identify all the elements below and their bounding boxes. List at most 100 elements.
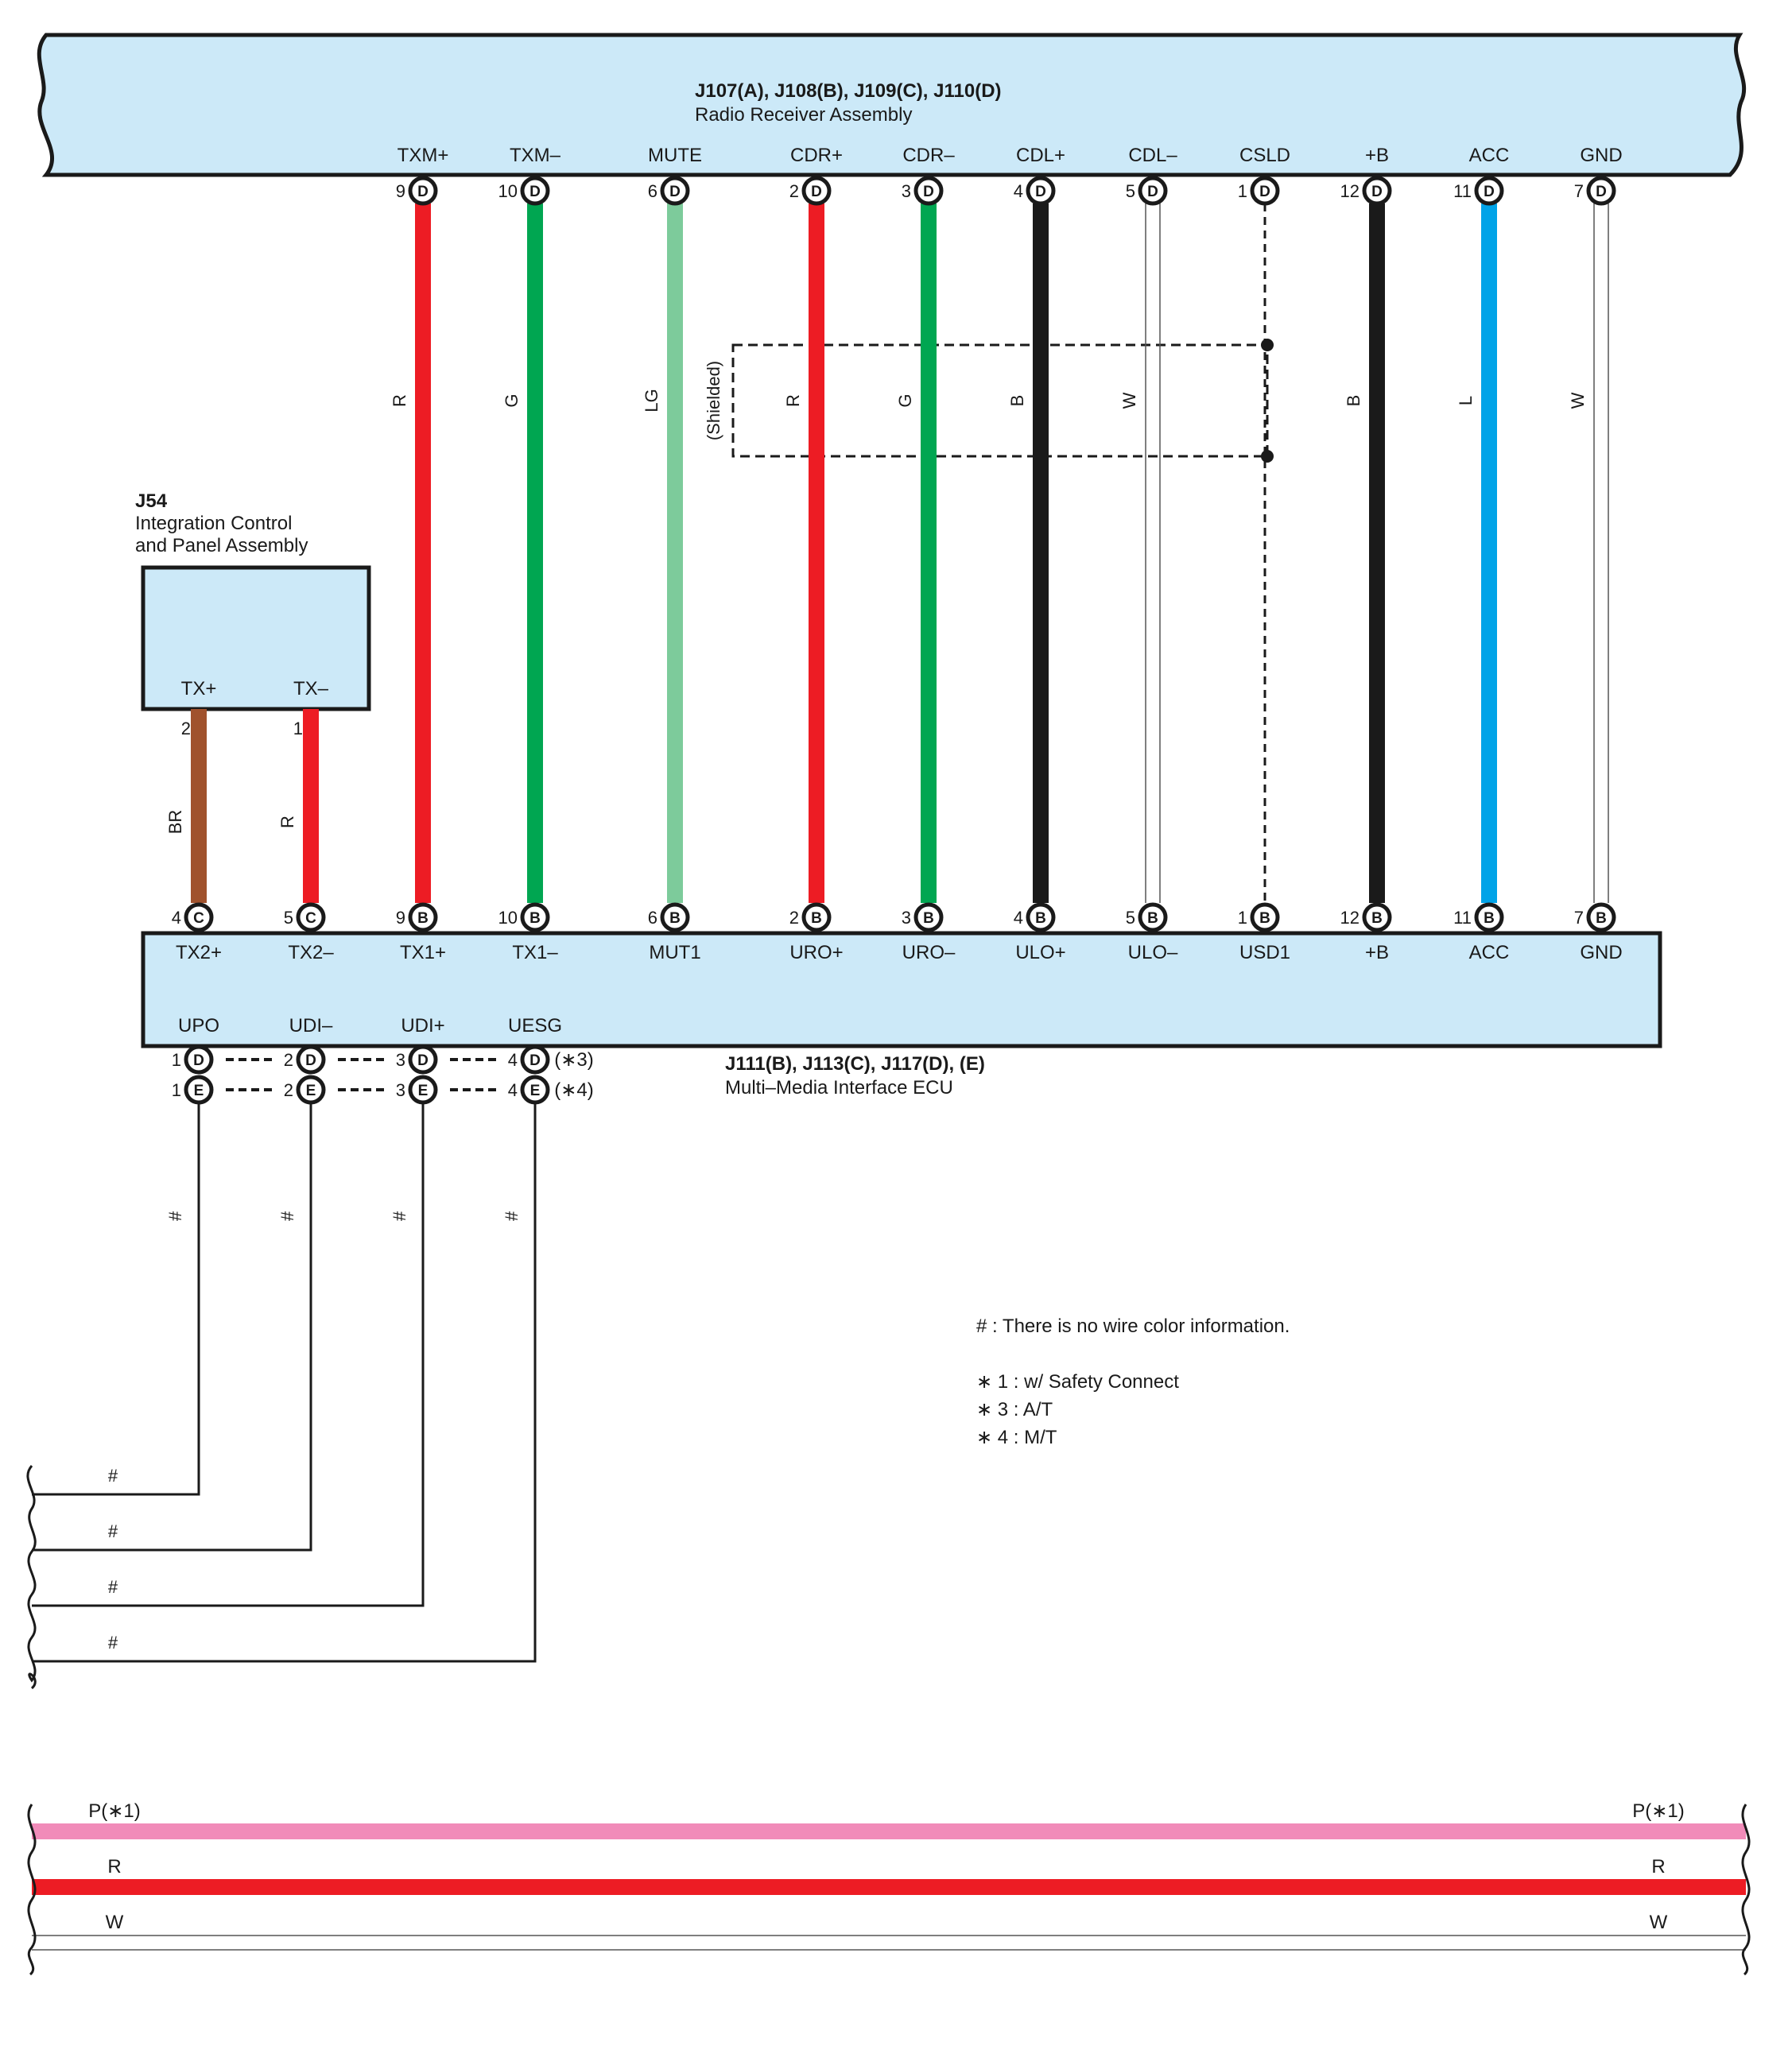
panel-wire-0-bot-conn-letter: C xyxy=(193,910,204,927)
main-wire-5-top-label: CDL+ xyxy=(1016,145,1065,166)
main-wire-1-top-num: 10 xyxy=(498,181,518,201)
ecu-lower-pin-2-conn-d-letter: D xyxy=(417,1052,429,1069)
ecu-lower-pin-1-label: UDI– xyxy=(289,1015,333,1037)
ecu-lower-pin-0-conn-d-letter: D xyxy=(193,1052,204,1069)
main-wire-7-bot-conn-terminal xyxy=(1250,902,1280,932)
main-wire-7-bot-label: USD1 xyxy=(1239,942,1290,963)
ecu-lower-pin-0-code-vertical: # xyxy=(165,1211,185,1221)
shielded-label: (Shielded) xyxy=(704,361,723,440)
ecu-lower-pin-1-wire xyxy=(32,1103,312,1552)
main-wire-8-top-conn-letter: D xyxy=(1371,184,1383,200)
main-wire-2-bot-num: 6 xyxy=(648,908,657,928)
ecu-lower-pin-3-conn-e-terminal xyxy=(520,1075,550,1105)
ecu-lower-pin-3-wire xyxy=(32,1103,537,1663)
bottom-wire-2-left-label: W xyxy=(106,1912,124,1933)
panel-pin-num-tx-minus: 1 xyxy=(293,719,303,738)
ecu-lower-pin-2-wire xyxy=(32,1103,425,1607)
main-wire-4-top-num: 3 xyxy=(902,181,911,201)
main-wire-6-bot-num: 5 xyxy=(1126,908,1135,928)
ecu-lower-pin-0-code-horizontal: # xyxy=(108,1466,118,1486)
radio-connectors: J107(A), J108(B), J109(C), J110(D) xyxy=(695,80,1002,102)
main-wire-6-top-conn-terminal xyxy=(1138,176,1168,206)
panel-wire-0-bot-num: 4 xyxy=(172,908,181,928)
main-wire-0-bot-conn-letter: B xyxy=(417,910,429,927)
main-wire-2-code: LG xyxy=(642,389,661,412)
panel-pin-label-tx-minus: TX– xyxy=(293,678,329,699)
ecu-lower-pin-3-num-e: 4 xyxy=(508,1080,518,1100)
main-wire-1-bot-conn-terminal xyxy=(520,902,550,932)
shield-junction-top xyxy=(1261,339,1274,351)
main-wire-0-code: R xyxy=(390,394,409,407)
bottom-wire-1-right-label: R xyxy=(1651,1856,1665,1877)
bottom-wire-2-right-label: W xyxy=(1650,1912,1668,1933)
main-wire-0-bot-conn-terminal xyxy=(408,902,438,932)
ecu-lower-pin-3-conn-d-terminal xyxy=(520,1044,550,1075)
main-wire-5-top-conn-letter: D xyxy=(1035,184,1046,200)
panel-wire-1-bot-conn-letter: C xyxy=(305,910,316,927)
main-wire-10-bot-num: 7 xyxy=(1574,908,1584,928)
main-wire-6-top-num: 5 xyxy=(1126,181,1135,201)
main-wire-9-bot-label: ACC xyxy=(1469,942,1510,963)
main-wire-4-bot-num: 3 xyxy=(902,908,911,928)
main-wire-0-top-conn-letter: D xyxy=(417,184,429,200)
main-wire-1-top-label: TXM– xyxy=(510,145,561,166)
lower-wires-torn-edge xyxy=(26,1465,37,1690)
main-wire-1-bot-label: TX1– xyxy=(512,942,558,963)
ecu-lower-pin-2-conn-e-letter: E xyxy=(418,1083,429,1099)
ecu-lower-pin-2-conn-d-terminal xyxy=(408,1044,438,1075)
main-wire-8-bot-conn-letter: B xyxy=(1371,910,1383,927)
main-wire-8-top-num: 12 xyxy=(1340,181,1360,201)
bottom-wire-0-left-label: P(∗1) xyxy=(88,1800,140,1822)
main-wire-4-bot-conn-terminal xyxy=(913,902,944,932)
main-wire-3-top-conn-letter: D xyxy=(811,184,822,200)
main-wire-0-top-conn-terminal xyxy=(408,176,438,206)
ecu-lower-pin-0-num-e: 1 xyxy=(172,1080,181,1100)
panel-wire-0-bot-conn-terminal xyxy=(184,902,214,932)
bottom-wire-0-right-label: P(∗1) xyxy=(1632,1800,1684,1822)
main-wire-3-bot-conn-letter: B xyxy=(811,910,822,927)
main-wire-10-bot-conn-letter: B xyxy=(1596,910,1607,927)
main-wire-6-bot-conn-letter: B xyxy=(1147,910,1158,927)
ecu-lower-pin-3-label: UESG xyxy=(508,1015,562,1037)
main-wire-9-bot-conn-terminal xyxy=(1474,902,1504,932)
main-wire-0-bot-num: 9 xyxy=(396,908,405,928)
main-wire-6-bot-conn-terminal xyxy=(1138,902,1168,932)
main-wire-5-code: B xyxy=(1007,395,1027,407)
main-wire-9-top-conn-letter: D xyxy=(1484,184,1495,200)
radio-receiver-box xyxy=(37,33,1747,177)
main-wire-7-top-num: 1 xyxy=(1238,181,1247,201)
main-wire-7-top-conn-letter: D xyxy=(1259,184,1270,200)
main-wire-1-bot-conn-letter: B xyxy=(529,910,541,927)
main-wire-1-code: G xyxy=(502,393,522,407)
legend-note-3: ∗ 3 : A/T xyxy=(976,1399,1053,1420)
main-wire-7-bot-conn-letter: B xyxy=(1259,910,1270,927)
main-wire-10-top-num: 7 xyxy=(1574,181,1584,201)
main-wire-4-bot-conn-letter: B xyxy=(923,910,934,927)
ecu-lower-pin-0-conn-d-terminal xyxy=(184,1044,214,1075)
ecu-lower-pin-1-conn-e-terminal xyxy=(296,1075,326,1105)
main-wire-2-bot-conn-terminal xyxy=(660,902,690,932)
panel-wire-0-bot-label: TX2+ xyxy=(176,942,222,963)
main-wire-3-bot-num: 2 xyxy=(789,908,799,928)
panel-wire-1-bot-label: TX2– xyxy=(288,942,334,963)
ecu-lower-pin-2-label: UDI+ xyxy=(401,1015,444,1037)
main-wire-5-top-num: 4 xyxy=(1014,181,1023,201)
legend-note-4: ∗ 4 : M/T xyxy=(976,1427,1057,1448)
main-wire-2-top-num: 6 xyxy=(648,181,657,201)
main-wire-9-top-conn-terminal xyxy=(1474,176,1504,206)
ecu-lower-pin-1-code-horizontal: # xyxy=(108,1521,118,1541)
ecu-lower-pin-0-num-d: 1 xyxy=(172,1050,181,1070)
main-wire-8-bot-label: +B xyxy=(1365,942,1389,963)
main-wire-6-top-label: CDL– xyxy=(1128,145,1177,166)
ecu-lower-pin-2-num-d: 3 xyxy=(396,1050,405,1070)
bottom-wires-left-torn-edge xyxy=(27,1804,37,1976)
ecu-lower-pin-3-num-d: 4 xyxy=(508,1050,518,1070)
ecu-box xyxy=(141,931,1662,1048)
main-wire-8-top-label: +B xyxy=(1365,145,1389,166)
ecu-note-d: (∗3) xyxy=(554,1049,593,1071)
ecu-lower-pin-3-conn-d-letter: D xyxy=(529,1052,541,1069)
